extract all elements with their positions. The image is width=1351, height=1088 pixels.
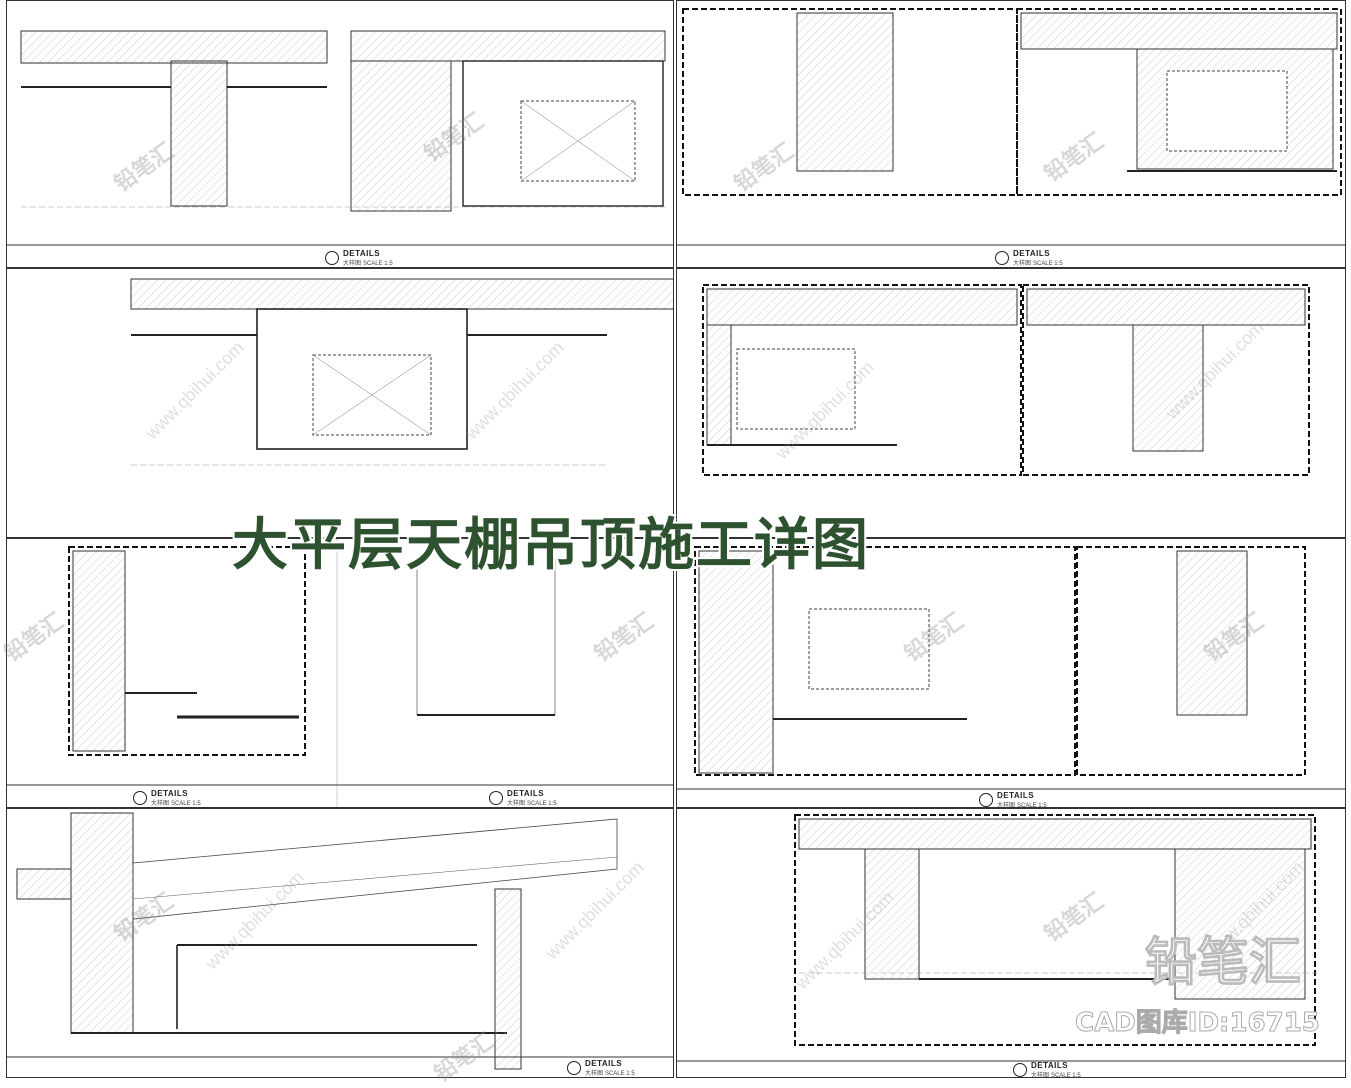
detail-sheet-1: DETAILS 大样图 SCALE 1:5 — [6, 0, 674, 268]
detail-sub: 大样图 — [507, 801, 526, 807]
detail-marker-circle — [995, 251, 1009, 265]
detail-drawing-6 — [677, 546, 1345, 790]
detail-sub: 大样图 — [997, 803, 1016, 808]
detail-heading: DETAILS — [1031, 1061, 1069, 1070]
detail-caption-6: DETAILS 大样图 SCALE 1:5 — [979, 791, 1047, 808]
detail-sheet-3 — [6, 268, 674, 538]
slab-1a — [20, 30, 328, 64]
detail-marker-circle — [1013, 1063, 1027, 1077]
detail-marker-circle — [133, 791, 147, 805]
detail-caption-5b: DETAILS 大样图 SCALE 1:5 — [489, 789, 557, 807]
detail-scale: SCALE 1:5 — [526, 801, 557, 807]
detail-heading: DETAILS — [151, 789, 189, 798]
detail-sheet-2: DETAILS 大样图 SCALE 1:5 — [676, 0, 1346, 268]
detail-scale: SCALE 1:5 — [170, 801, 201, 807]
detail-drawing-4 — [702, 284, 1310, 476]
detail-scale: SCALE 1:5 — [604, 1071, 635, 1077]
detail-heading: DETAILS — [507, 789, 545, 798]
detail-drawing-7 — [7, 812, 673, 1070]
detail-scale: SCALE 1:5 — [1016, 803, 1047, 808]
detail-marker-circle — [567, 1061, 581, 1075]
detail-caption-5a: DETAILS 大样图 SCALE 1:5 — [133, 789, 201, 807]
detail-sub: 大样图 — [1013, 261, 1032, 267]
detail-heading: DETAILS — [1013, 249, 1051, 258]
cad-library-id: CAD图库ID:16715 — [1075, 1008, 1321, 1039]
brand-logo: 铅笔汇 — [1144, 933, 1301, 994]
detail-drawing-8 — [677, 814, 1345, 1062]
page-title: 大平层天棚吊顶施工详图 — [231, 512, 870, 580]
detail-frame-2b — [1016, 8, 1342, 196]
detail-marker-circle — [325, 251, 339, 265]
detail-caption-1: DETAILS 大样图 SCALE 1:5 — [325, 249, 393, 267]
detail-caption-7: DETAILS 大样图 SCALE 1:5 — [567, 1059, 635, 1077]
detail-marker-circle — [489, 791, 503, 805]
detail-heading: DETAILS — [997, 791, 1035, 800]
detail-sub: 大样图 — [151, 801, 170, 807]
detail-caption-2: DETAILS 大样图 SCALE 1:5 — [995, 249, 1063, 267]
detail-sheet-8: DETAILS 大样图 SCALE 1:5 — [676, 808, 1346, 1078]
detail-drawing-5 — [7, 539, 673, 807]
detail-marker-circle — [979, 793, 993, 807]
detail-sub: 大样图 — [1031, 1073, 1050, 1078]
beam-1b — [350, 60, 452, 212]
detail-sheet-5: DETAILS 大样图 SCALE 1:5 DETAILS 大样图 SCALE 1:… — [6, 538, 674, 808]
detail-sub: 大样图 — [343, 261, 362, 267]
detail-sub: 大样图 — [585, 1071, 604, 1077]
detail-heading: DETAILS — [585, 1059, 623, 1068]
detail-scale: SCALE 1:5 — [1050, 1073, 1081, 1078]
slab-1b — [350, 30, 666, 62]
detail-drawing-2 — [677, 8, 1345, 246]
detail-drawing-1 — [7, 30, 673, 246]
beam-1a — [170, 60, 228, 207]
detail-drawing-3 — [130, 278, 673, 466]
detail-sheet-6: DETAILS 大样图 SCALE 1:5 — [676, 538, 1346, 808]
detail-scale: SCALE 1:5 — [362, 261, 393, 267]
detail-sheet-4 — [676, 268, 1346, 538]
detail-scale: SCALE 1:5 — [1032, 261, 1063, 267]
detail-sheet-7: DETAILS 大样图 SCALE 1:5 — [6, 808, 674, 1078]
detail-heading: DETAILS — [343, 249, 381, 258]
detail-caption-8: DETAILS 大样图 SCALE 1:5 — [1013, 1061, 1081, 1078]
